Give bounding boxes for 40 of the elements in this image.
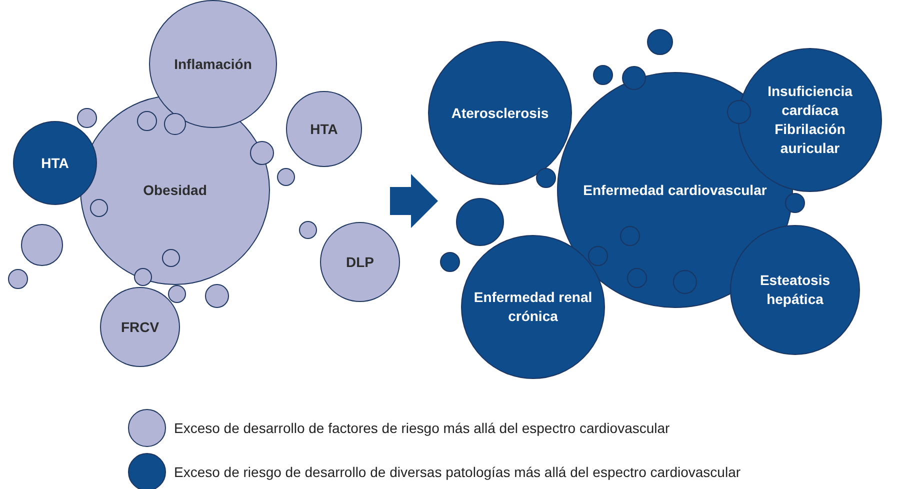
small-circle [77, 108, 97, 128]
small-circle [456, 198, 504, 246]
legend-text: Exceso de desarrollo de factores de riesgo más allá del espectro cardiovascular [174, 420, 670, 436]
small-circle [647, 29, 673, 55]
node-label: HTA [40, 154, 70, 172]
small-circle [168, 285, 186, 303]
small-circle [536, 168, 556, 188]
node-label: Insuficiencia cardíaca [766, 82, 854, 120]
node-label: Enfermedad cardiovascular [582, 180, 768, 200]
small-circle [785, 193, 805, 213]
small-circle [21, 224, 63, 266]
small-circle [672, 270, 696, 294]
node-label: Enfermedad renal crónica [472, 288, 594, 326]
small-circle [90, 198, 108, 216]
small-circle [162, 248, 180, 266]
small-circle [136, 110, 156, 130]
node-label: Inflamación [173, 54, 253, 74]
node-label: FRCV [120, 318, 160, 336]
small-circle [277, 168, 295, 186]
block-arrow [390, 174, 438, 228]
small-circle [134, 268, 152, 286]
small-circle [588, 246, 608, 266]
legend-text: Exceso de riesgo de desarrollo de diversas patologías más allá del espectro cardiovascular [174, 464, 741, 480]
small-circle [726, 100, 750, 124]
small-circle [626, 268, 646, 288]
small-circle [299, 221, 317, 239]
small-circle [440, 252, 460, 272]
small-circle [8, 269, 28, 289]
small-circle [620, 226, 640, 246]
small-circle [164, 112, 186, 134]
node-label: Fibrilación auricular [774, 120, 846, 158]
small-circle [593, 65, 613, 85]
node-label: Aterosclerosis [450, 104, 550, 122]
node-label: HTA [309, 120, 339, 138]
node-label: Esteatosis hepática [758, 271, 832, 309]
node-label: DLP [345, 252, 375, 272]
node-label: Obesidad [142, 180, 208, 200]
small-circle [622, 66, 646, 90]
small-circle [250, 141, 274, 165]
small-circle [205, 284, 229, 308]
